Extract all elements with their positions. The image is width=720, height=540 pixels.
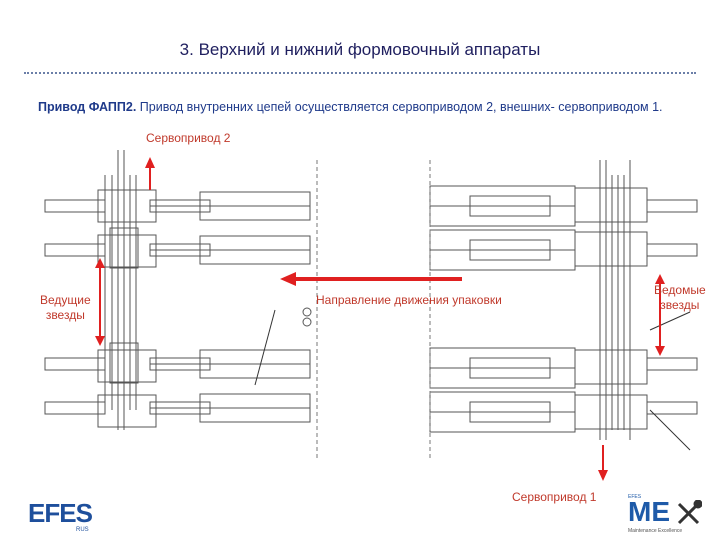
driven-label-line1: Ведомые	[654, 283, 706, 297]
driven-label-line2: звезды	[660, 298, 700, 312]
tools-icon	[677, 500, 702, 525]
efes-logo: EFES	[28, 498, 93, 528]
driving-label-line1: Ведущие	[40, 293, 91, 307]
driving-label-line2: звезды	[45, 308, 85, 322]
red-arrows	[95, 157, 665, 481]
title-divider	[24, 72, 696, 74]
description-text: Привод внутренних цепей осуществляется с…	[136, 100, 663, 114]
driven-sprockets-label: Ведомые звезды	[654, 283, 706, 313]
right-horizontal-rails	[429, 185, 698, 433]
servo1-arrow	[598, 445, 608, 481]
direction-label: Направление движения упаковки	[316, 293, 502, 307]
servo1-label: Сервопривод 1	[512, 490, 597, 504]
servo2-arrow	[145, 157, 155, 190]
description-bold: Привод ФАПП2.	[38, 100, 137, 114]
me-logo-top: EFES	[628, 494, 642, 500]
description: Привод ФАПП2. Привод внутренних цепей ос…	[38, 100, 663, 114]
driven-sprockets-arrow	[655, 274, 665, 356]
driving-sprockets-arrow	[95, 258, 105, 346]
me-logo-sub: Maintenance Excellence	[628, 528, 683, 534]
leader-lines	[254, 309, 691, 451]
center-lines	[316, 160, 431, 460]
right-shaft-assembly	[574, 160, 648, 440]
driving-sprockets-label: Ведущие звезды	[40, 293, 91, 323]
me-logo: ME	[628, 496, 670, 527]
slide-title: 3. Верхний и нижний формовочный аппараты	[179, 40, 541, 59]
left-horizontal-rails	[44, 191, 311, 423]
efes-logo-sub: RUS	[76, 527, 89, 533]
left-shaft-assembly	[97, 150, 157, 430]
direction-arrow	[280, 272, 462, 286]
servo2-label: Сервопривод 2	[146, 131, 231, 145]
